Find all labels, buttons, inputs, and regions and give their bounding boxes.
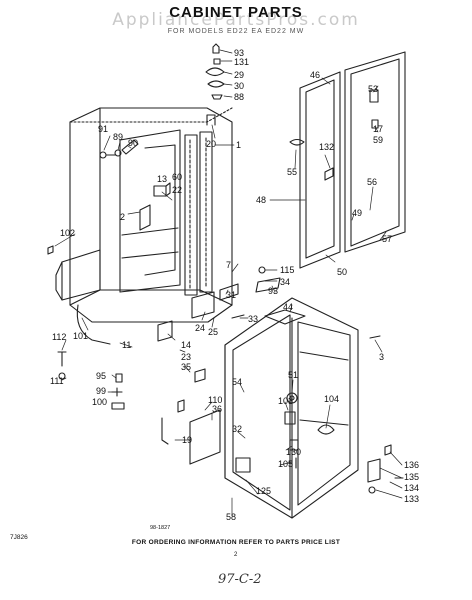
- callout-53: 53: [368, 84, 378, 94]
- cabinet-liner: [119, 129, 181, 293]
- callout-23: 23: [181, 352, 191, 362]
- drawing-number: 98-1827: [150, 525, 171, 531]
- page-title: CABINET PARTS: [169, 4, 303, 21]
- callout-103: 103: [278, 396, 293, 406]
- callout-132: 132: [319, 142, 334, 152]
- callout-25: 25: [208, 327, 218, 337]
- callout-125: 125: [256, 486, 271, 496]
- callout-36: 36: [212, 404, 222, 414]
- callout-93-mid: 93: [268, 286, 278, 296]
- control-components: [284, 392, 335, 469]
- callout-13: 13: [157, 174, 167, 184]
- callout-14: 14: [181, 340, 191, 350]
- callout-58: 58: [226, 512, 236, 522]
- callout-33: 33: [248, 314, 258, 324]
- center-mullion: [184, 131, 213, 296]
- gasket-frames: [289, 51, 406, 269]
- footer-code: 7J826: [10, 534, 28, 541]
- callout-105: 105: [278, 459, 293, 469]
- callout-100: 100: [92, 397, 107, 407]
- callout-34: 34: [280, 277, 290, 287]
- callout-101: 101: [73, 331, 88, 341]
- callout-102: 102: [60, 228, 75, 238]
- callout-133: 133: [404, 494, 419, 504]
- callout-44: 44: [283, 302, 293, 312]
- callout-50: 50: [337, 267, 347, 277]
- left-fasteners: [99, 139, 139, 159]
- callout-93-top: 93: [234, 48, 244, 58]
- drain-tray: [47, 245, 111, 345]
- callout-1: 1: [236, 140, 241, 150]
- callout-51: 51: [288, 370, 298, 380]
- callout-11: 11: [122, 340, 131, 350]
- callout-60: 60: [172, 172, 182, 182]
- callout-29: 29: [234, 70, 244, 80]
- callout-32: 32: [232, 424, 242, 434]
- callout-91: 91: [98, 124, 108, 134]
- page-number: 2: [234, 552, 238, 558]
- callout-7: 7: [226, 260, 231, 270]
- kickplate: [161, 409, 221, 465]
- callout-104: 104: [324, 394, 339, 404]
- callout-57: 57: [382, 234, 392, 244]
- callout-3: 3: [379, 352, 384, 362]
- callout-49: 49: [352, 208, 362, 218]
- watermark: AppliancePartsPros.com: [112, 10, 360, 30]
- callout-110: 110: [208, 395, 222, 405]
- callout-131: 131: [234, 57, 249, 67]
- callout-24: 24: [195, 323, 205, 333]
- hinge-parts-stack: [205, 43, 225, 100]
- freezer-cabinet: [224, 297, 359, 519]
- hinge-bracket: [206, 114, 216, 126]
- control-blocks: [139, 182, 171, 231]
- callout-90: 90: [128, 138, 138, 148]
- callout-59: 59: [373, 135, 383, 145]
- leader-lines: [54, 49, 403, 517]
- callout-95: 95: [96, 371, 106, 381]
- callout-56: 56: [367, 177, 377, 187]
- callout-55: 55: [287, 167, 297, 177]
- callout-130: 130: [286, 447, 301, 457]
- callout-19: 19: [182, 435, 192, 445]
- callout-48: 48: [256, 195, 266, 205]
- callout-135: 135: [404, 472, 419, 482]
- callout-22: 22: [172, 185, 182, 195]
- callout-46: 46: [310, 70, 320, 80]
- callout-112: 112: [52, 332, 66, 342]
- handwritten-note: 97-C-2: [218, 572, 262, 587]
- ordering-note: FOR ORDERING INFORMATION REFER TO PARTS …: [131, 539, 341, 546]
- callout-20: 20: [206, 139, 216, 149]
- callout-115: 115: [280, 265, 294, 275]
- callout-17: 17: [373, 124, 383, 134]
- callout-54: 54: [232, 377, 242, 387]
- callout-31: 31: [226, 290, 236, 300]
- callout-89: 89: [113, 132, 123, 142]
- model-subtitle: FOR MODELS ED22 EA ED22 MW: [167, 28, 305, 35]
- callout-88: 88: [234, 92, 244, 102]
- right-hardware: [367, 335, 404, 494]
- callout-35: 35: [181, 362, 191, 372]
- callout-2: 2: [120, 212, 125, 222]
- callout-134: 134: [404, 483, 419, 493]
- callout-99: 99: [96, 386, 106, 396]
- callout-labels: 93 131 29 30 88 46 53 17 59 91 89 90 20 …: [50, 48, 419, 522]
- callout-30: 30: [234, 81, 244, 91]
- callout-111: 111: [50, 376, 64, 386]
- callout-136: 136: [404, 460, 419, 470]
